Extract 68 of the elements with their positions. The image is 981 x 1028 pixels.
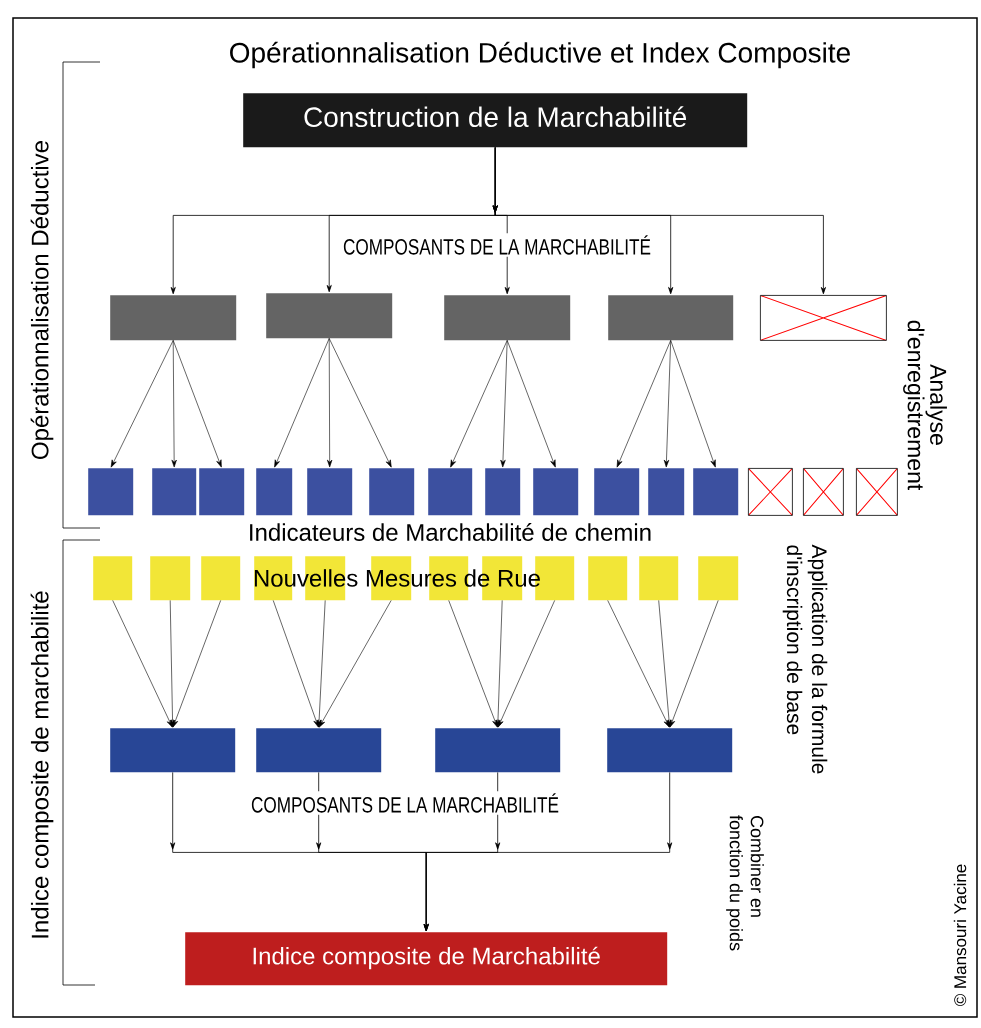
arrow	[172, 340, 222, 468]
arrow	[328, 338, 392, 468]
component-box	[110, 295, 237, 341]
arrow	[500, 340, 508, 468]
component-box	[608, 295, 734, 341]
measure-square	[93, 556, 133, 601]
indicator-square	[485, 468, 521, 516]
side-label: Application de la formule d'inscription de base	[782, 544, 828, 774]
arrow	[506, 340, 556, 468]
arrow	[448, 600, 498, 728]
indicator-square	[199, 468, 245, 516]
indicator-square	[307, 468, 353, 516]
measure-square	[698, 556, 739, 601]
component-box	[444, 295, 571, 341]
arrow	[450, 340, 508, 468]
arrow	[497, 600, 555, 728]
component-box	[607, 728, 733, 773]
side-label: Indice composite de marchabilité	[30, 591, 54, 938]
index-box: Indice composite de Marchabilité	[185, 932, 668, 986]
component-box	[256, 728, 382, 773]
crossed-box	[748, 468, 793, 516]
arrow	[112, 600, 173, 728]
arrow	[110, 340, 174, 468]
side-label: Opérationnalisation Déductive	[30, 141, 54, 459]
arrow	[327, 338, 333, 468]
copyright-note: © Mansouri Yacine	[953, 864, 967, 1007]
indicator-square	[428, 468, 473, 516]
arrow	[669, 600, 719, 728]
arrow	[318, 600, 392, 728]
component-box	[266, 293, 393, 339]
arrow	[272, 600, 319, 728]
arrow	[172, 600, 221, 728]
row-label: Indicateurs de Marchabilité de chemin	[250, 523, 651, 541]
measure-square	[201, 556, 241, 601]
measure-square	[150, 556, 191, 601]
indicator-square	[594, 468, 640, 516]
arrow	[169, 600, 176, 728]
indicator-square	[693, 468, 739, 516]
arrow	[495, 600, 503, 728]
crossed-box	[856, 468, 898, 516]
title: Opérationnalisation Déductive et Index Composite	[230, 41, 850, 69]
measure-square	[639, 556, 679, 601]
component-box	[110, 728, 236, 773]
section-label: COMPOSANTS DE LA MARCHABILITÉ	[341, 233, 653, 257]
indicator-square	[533, 468, 579, 516]
indicator-square	[369, 468, 415, 516]
title-box: Construction de la Marchabilité	[243, 93, 748, 148]
measure-square	[588, 556, 628, 601]
arrow	[274, 338, 330, 468]
section-label: COMPOSANTS DE LA MARCHABILITÉ	[249, 791, 561, 815]
arrow	[616, 340, 671, 468]
component-box	[435, 728, 561, 773]
side-label: Analyse d'enregistrement	[903, 320, 947, 491]
arrow	[316, 600, 326, 728]
arrow	[607, 600, 670, 728]
arrow	[171, 340, 177, 468]
indicator-square	[152, 468, 197, 516]
crossed-box	[760, 295, 887, 341]
indicator-square	[88, 468, 134, 516]
arrow	[663, 340, 671, 468]
side-label: Combiner en fonction du poids	[726, 815, 764, 951]
arrow	[658, 600, 672, 728]
indicator-square	[256, 468, 293, 516]
crossed-box	[803, 468, 844, 516]
indicator-square	[648, 468, 685, 516]
arrow	[423, 772, 673, 932]
arrow	[492, 147, 826, 295]
arrow	[670, 340, 716, 468]
